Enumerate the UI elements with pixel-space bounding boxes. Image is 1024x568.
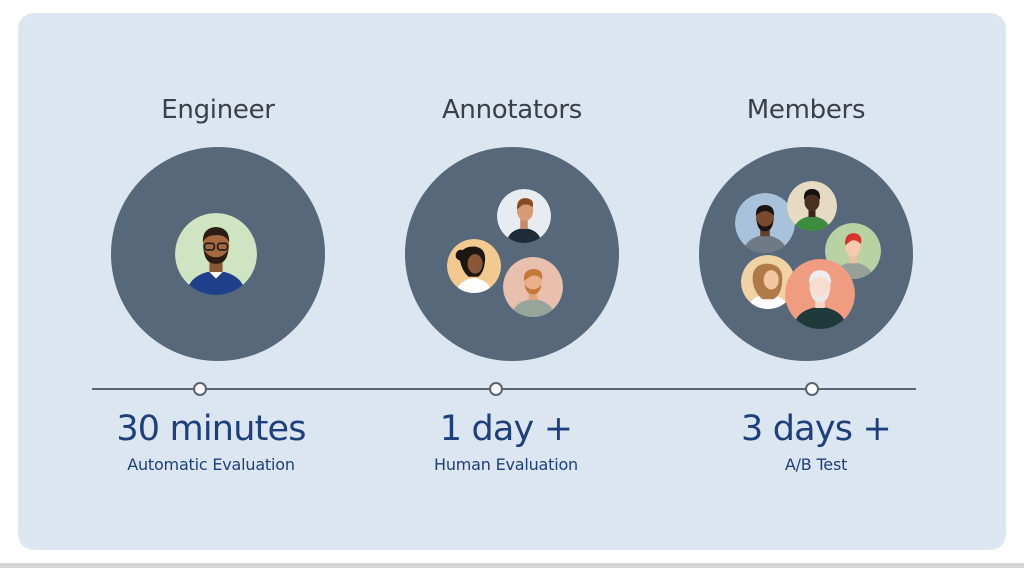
stage-circle bbox=[111, 147, 325, 361]
member-avatar-4 bbox=[741, 255, 795, 309]
stage-duration: 3 days + bbox=[740, 409, 892, 449]
member-avatar-2 bbox=[787, 181, 837, 231]
stage-method: Automatic Evaluation bbox=[127, 455, 295, 474]
stage-members: Members bbox=[656, 13, 956, 550]
timeline-dot-members bbox=[805, 382, 819, 396]
annotator-avatar-3 bbox=[503, 257, 563, 317]
label-annotators: 1 day + Human Evaluation bbox=[356, 13, 656, 550]
member-avatar-5 bbox=[785, 259, 855, 329]
stage-circle bbox=[699, 147, 913, 361]
stage-method: A/B Test bbox=[784, 455, 848, 474]
timeline-line bbox=[92, 388, 916, 390]
label-engineer: 30 minutes Automatic Evaluation bbox=[61, 13, 361, 550]
annotator-avatar-2 bbox=[447, 239, 501, 293]
diagram-card: Engineer Annotators bbox=[18, 13, 1006, 550]
label-members: 3 days + A/B Test bbox=[666, 13, 966, 550]
timeline-dot-engineer bbox=[193, 382, 207, 396]
stage-title: Members bbox=[746, 95, 866, 125]
member-avatar-1 bbox=[735, 193, 795, 253]
stage-circle bbox=[405, 147, 619, 361]
stage-annotators: Annotators bbox=[362, 13, 662, 550]
stage-method: Human Evaluation bbox=[433, 455, 578, 474]
stage-title: Annotators bbox=[441, 95, 583, 125]
timeline-dot-annotators bbox=[489, 382, 503, 396]
stage-title: Engineer bbox=[161, 95, 275, 125]
engineer-avatar bbox=[175, 213, 257, 295]
stage-duration: 30 minutes bbox=[116, 409, 306, 449]
annotator-avatar-1 bbox=[497, 189, 551, 243]
bottom-edge bbox=[0, 563, 1024, 568]
stage-duration: 1 day + bbox=[439, 409, 573, 449]
stage-engineer: Engineer bbox=[68, 13, 368, 550]
